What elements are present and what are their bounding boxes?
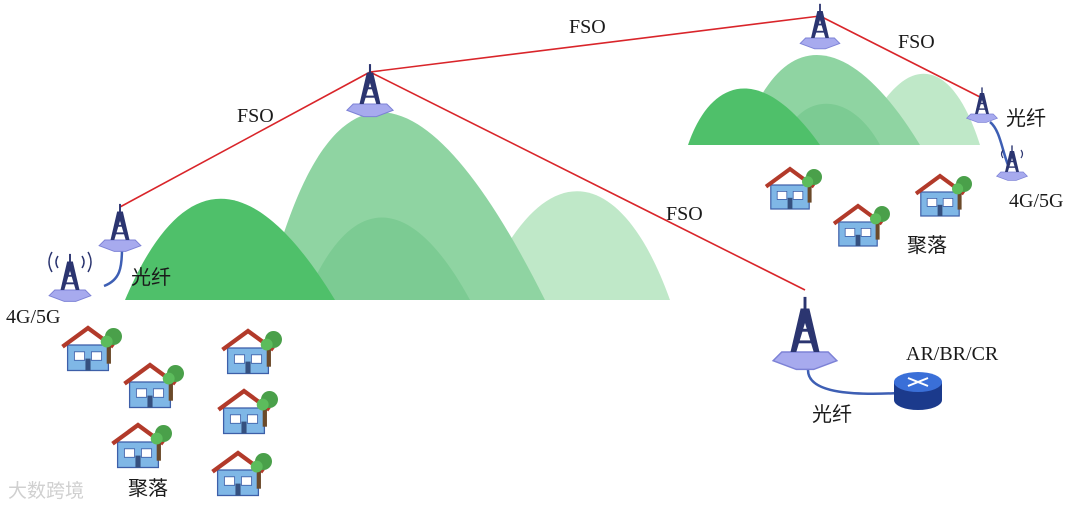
tower-left-peak xyxy=(346,63,394,118)
fso-link-left xyxy=(119,71,371,208)
fso-links xyxy=(119,15,981,291)
fso-link-top xyxy=(369,15,821,73)
fiber-link-left xyxy=(103,247,124,288)
router-label: AR/BR/CR xyxy=(906,343,999,365)
fiber-link-bottom xyxy=(806,369,901,396)
left-mountains xyxy=(125,112,670,300)
village-label-right: 聚落 xyxy=(907,235,947,257)
fso-label-top: FSO xyxy=(569,16,606,38)
fiber-link-right xyxy=(989,121,1010,166)
tower-right-cell xyxy=(996,145,1028,181)
fso-label-right: FSO xyxy=(898,31,935,53)
cell-label-right: 4G/5G xyxy=(1009,190,1064,212)
fso-label-down: FSO xyxy=(666,203,703,225)
tower-left-relay xyxy=(98,203,142,252)
tower-right-peak xyxy=(799,3,841,50)
fso-link-right xyxy=(819,15,981,98)
fso-link-down xyxy=(369,71,806,291)
watermark: 大数跨境 xyxy=(8,480,85,502)
fso-label-left: FSO xyxy=(237,105,274,127)
village-label-left: 聚落 xyxy=(128,478,168,500)
fiber-label-left: 光纤 xyxy=(131,267,171,289)
right-mountains xyxy=(688,54,980,145)
fiber-label-bottom: 光纤 xyxy=(812,404,852,426)
fiber-label-right: 光纤 xyxy=(1006,108,1046,130)
router-icon xyxy=(894,372,942,410)
signal-icon-left xyxy=(48,251,92,273)
signal-icon-right xyxy=(1000,149,1024,159)
fiber-links xyxy=(103,121,1010,396)
cell-label-left: 4G/5G xyxy=(6,306,61,328)
village-left-houses xyxy=(63,328,283,496)
tower-bottom xyxy=(772,296,838,371)
